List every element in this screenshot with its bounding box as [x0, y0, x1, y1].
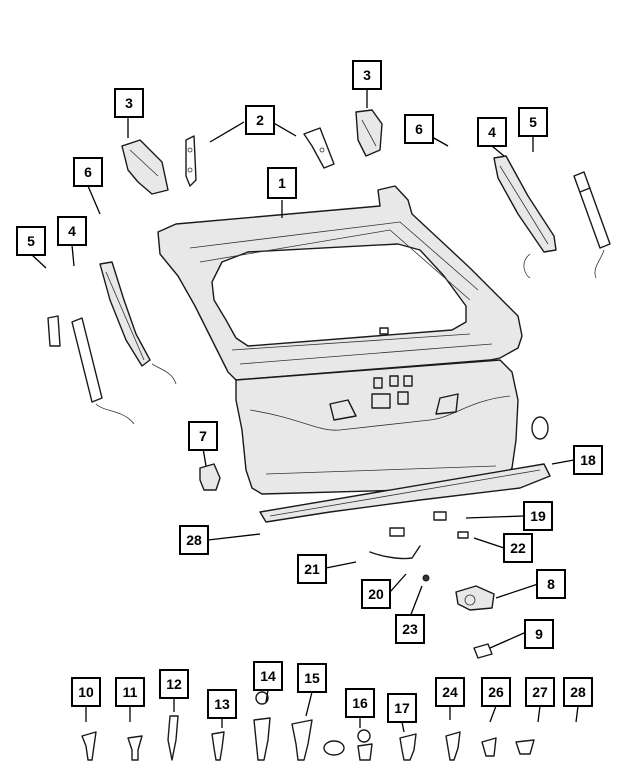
callout-14-label: 14	[260, 668, 276, 684]
callout-16-label: 16	[352, 695, 368, 711]
bracket-right	[355, 109, 383, 157]
callout-13: 13	[207, 689, 237, 719]
callout-28-fastener: 28	[563, 677, 593, 707]
callout-4-right: 4	[477, 117, 507, 147]
callout-3-right: 3	[352, 60, 382, 90]
callout-24: 24	[435, 677, 465, 707]
callout-21: 21	[297, 554, 327, 584]
callout-28-strip: 28	[179, 525, 209, 555]
callout-18-label: 18	[580, 452, 596, 468]
callout-21-label: 21	[304, 561, 320, 577]
hinge-left	[185, 135, 197, 187]
callout-3-left-label: 3	[125, 95, 133, 111]
latch-assembly	[455, 585, 495, 611]
callout-16: 16	[345, 688, 375, 718]
gas-strut-right	[573, 171, 611, 279]
callout-11-label: 11	[123, 684, 138, 700]
callout-6-left-label: 6	[84, 164, 92, 180]
callout-1-label: 1	[278, 175, 286, 191]
callout-24-label: 24	[442, 684, 458, 700]
callout-2: 2	[245, 105, 275, 135]
callout-4-left: 4	[57, 216, 87, 246]
callout-15-label: 15	[304, 670, 320, 686]
callout-6-left: 6	[73, 157, 103, 187]
callout-3-right-label: 3	[363, 67, 371, 83]
callout-26-label: 26	[488, 684, 504, 700]
callout-19-label: 19	[530, 508, 546, 524]
callout-5-left: 5	[16, 226, 46, 256]
callout-5-right: 5	[518, 107, 548, 137]
bracket-left	[121, 139, 169, 195]
callout-23-label: 23	[402, 621, 418, 637]
callout-28-fastener-label: 28	[570, 684, 586, 700]
callout-14: 14	[253, 661, 283, 691]
callout-23: 23	[395, 614, 425, 644]
callout-15: 15	[297, 663, 327, 693]
liftgate-assembly	[157, 185, 549, 495]
callout-9-label: 9	[535, 626, 543, 642]
fasteners-row	[81, 691, 535, 761]
callout-18: 18	[573, 445, 603, 475]
applique-strip	[259, 463, 551, 523]
callout-4-left-label: 4	[68, 223, 76, 239]
callout-5-left-label: 5	[27, 233, 35, 249]
callout-27: 27	[525, 677, 555, 707]
leader-lines	[30, 89, 579, 733]
callout-6-right: 6	[404, 114, 434, 144]
callout-12: 12	[159, 669, 189, 699]
callout-10: 10	[71, 677, 101, 707]
hinge-arm-right	[493, 155, 557, 279]
gas-strut-left	[47, 315, 135, 425]
callout-20-label: 20	[368, 586, 384, 602]
sensor-module	[199, 463, 221, 491]
callout-1: 1	[267, 167, 297, 199]
callout-22: 22	[503, 533, 533, 563]
callout-10-label: 10	[78, 684, 94, 700]
callout-27-label: 27	[532, 684, 548, 700]
callout-17-label: 17	[394, 700, 410, 716]
callout-13-label: 13	[214, 696, 230, 712]
callout-17: 17	[387, 693, 417, 723]
callout-3-left: 3	[114, 88, 144, 118]
callout-19: 19	[523, 501, 553, 531]
callout-22-label: 22	[510, 540, 526, 556]
callout-5-right-label: 5	[529, 114, 537, 130]
callout-4-right-label: 4	[488, 124, 496, 140]
callout-8-label: 8	[547, 576, 555, 592]
callout-2-label: 2	[256, 112, 264, 128]
wiring-harness	[369, 545, 430, 582]
callout-6-right-label: 6	[415, 121, 423, 137]
callout-7-label: 7	[199, 428, 207, 444]
callout-20: 20	[361, 579, 391, 609]
callout-9: 9	[524, 619, 554, 649]
callout-28-strip-label: 28	[186, 532, 202, 548]
striker	[473, 643, 493, 659]
callout-8: 8	[536, 569, 566, 599]
callout-26: 26	[481, 677, 511, 707]
hinge-right	[303, 127, 335, 169]
callouts: 1 2 3 3 4 4 5 5	[16, 60, 603, 723]
callout-11: 11	[115, 677, 145, 707]
callout-12-label: 12	[166, 676, 182, 692]
small-clips	[389, 511, 469, 539]
hinge-arm-left	[99, 261, 177, 385]
callout-7: 7	[188, 421, 218, 451]
